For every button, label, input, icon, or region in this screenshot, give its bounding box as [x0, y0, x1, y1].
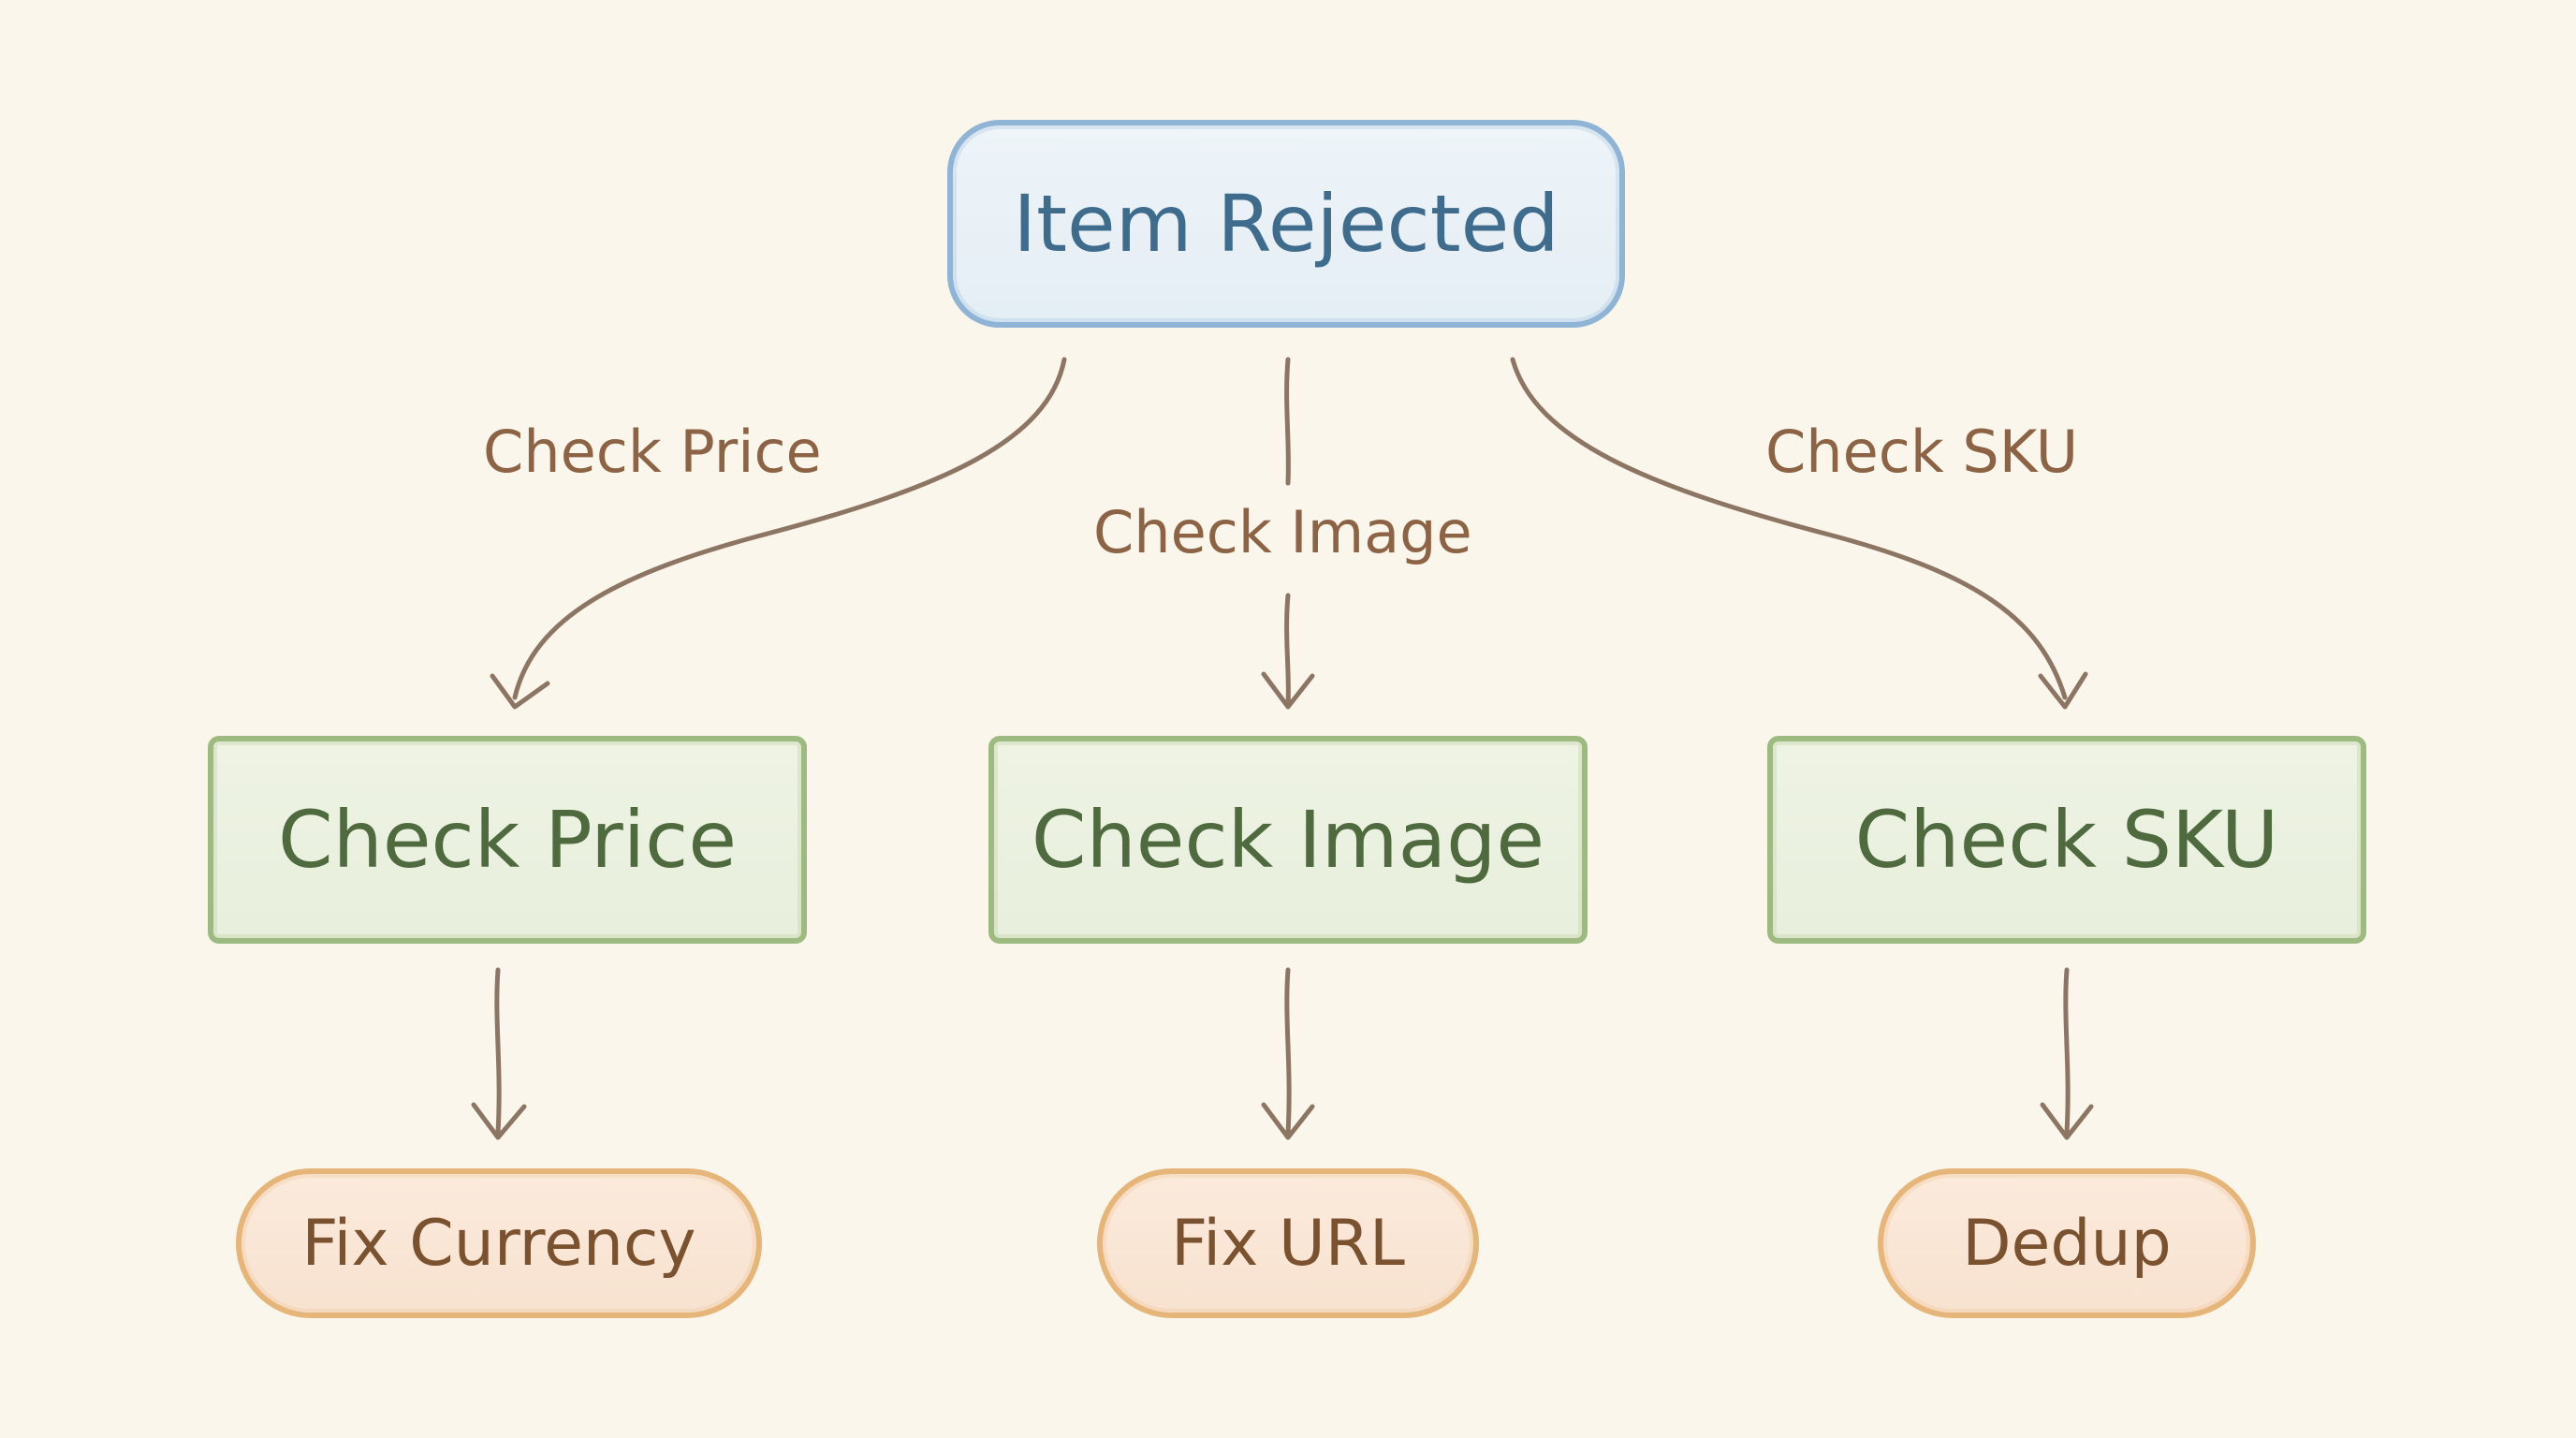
node-check-image: Check Image: [988, 736, 1588, 944]
node-check-price-label: Check Price: [277, 794, 737, 886]
arrowhead-fix-url: [1261, 1102, 1315, 1140]
edge-check-image-to-fix-url: [1284, 967, 1292, 1136]
edge-root-to-check-sku: [1510, 357, 2068, 700]
node-check-image-label: Check Image: [1031, 794, 1545, 886]
edge-label-check-sku: Check SKU: [1765, 418, 2079, 486]
edge-root-to-check-image-lower: [1284, 593, 1291, 707]
node-dedup-label: Dedup: [1962, 1206, 2172, 1281]
arrowhead-dedup: [2040, 1102, 2094, 1140]
node-item-rejected-label: Item Rejected: [1013, 178, 1559, 270]
node-fix-currency: Fix Currency: [236, 1168, 762, 1318]
edge-check-sku-to-dedup: [2063, 967, 2071, 1136]
node-item-rejected: Item Rejected: [947, 120, 1625, 328]
arrowhead-check-image: [1261, 671, 1315, 710]
edge-label-check-image: Check Image: [1093, 498, 1472, 566]
node-dedup: Dedup: [1878, 1168, 2256, 1318]
edge-check-price-to-fix-currency: [494, 967, 502, 1136]
node-check-price: Check Price: [208, 736, 807, 944]
node-fix-url-label: Fix URL: [1171, 1206, 1405, 1281]
arrowhead-check-sku: [2038, 671, 2088, 710]
edge-label-check-price: Check Price: [483, 418, 822, 486]
edge-root-to-check-price: [512, 357, 1067, 700]
node-fix-currency-label: Fix Currency: [301, 1206, 696, 1281]
arrowhead-check-price: [490, 673, 550, 710]
edge-root-to-check-image-upper: [1284, 357, 1291, 486]
node-fix-url: Fix URL: [1097, 1168, 1479, 1318]
arrowhead-fix-currency: [471, 1102, 527, 1140]
node-check-sku-label: Check SKU: [1854, 794, 2279, 886]
node-check-sku: Check SKU: [1767, 736, 2366, 944]
